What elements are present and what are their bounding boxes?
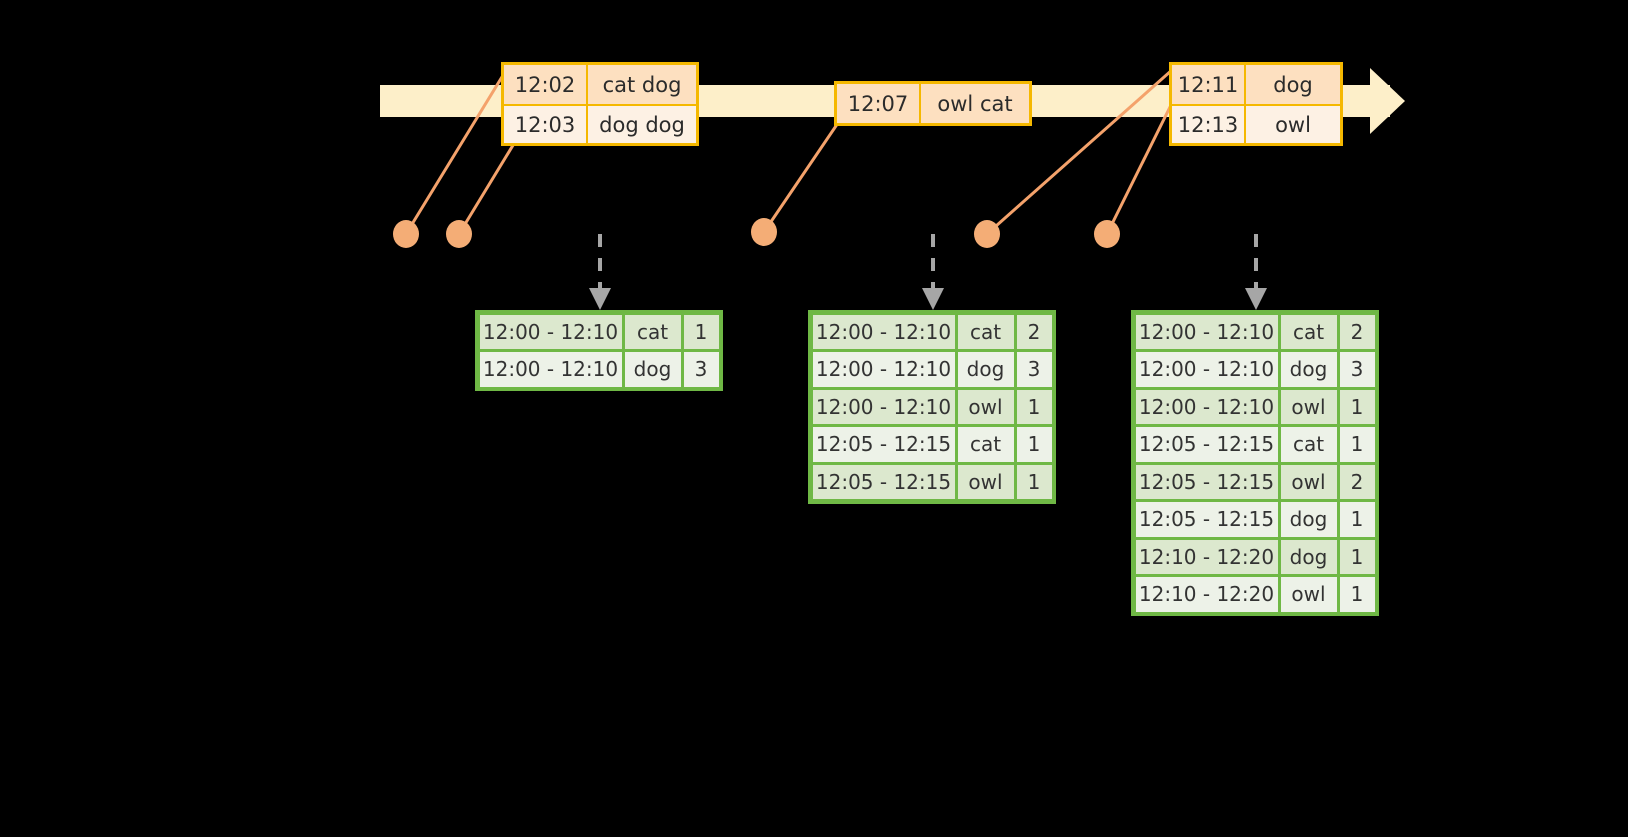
event-time: 12:03 xyxy=(504,106,588,143)
word-cell: cat xyxy=(624,314,681,349)
count-cell: 2 xyxy=(1016,314,1052,349)
window-cell: 12:00 - 12:10 xyxy=(812,352,955,387)
word-cell: owl xyxy=(957,389,1014,424)
event-time: 12:11 xyxy=(1172,65,1246,104)
table-row[interactable]: 12:10 - 12:20 owl 1 xyxy=(1134,576,1376,614)
event-row[interactable]: 12:11 dog xyxy=(1172,65,1340,104)
count-cell: 1 xyxy=(1339,539,1375,574)
event-words: owl cat xyxy=(921,84,1029,123)
event-words: owl xyxy=(1246,106,1340,143)
emit-arrow-1 xyxy=(589,234,611,310)
event-row[interactable]: 12:02 cat dog xyxy=(504,65,696,104)
table-row[interactable]: 12:05 - 12:15 owl 2 xyxy=(1134,463,1376,501)
event-dots xyxy=(393,218,1120,248)
table-row[interactable]: 12:05 - 12:15 cat 1 xyxy=(1134,426,1376,464)
window-cell: 12:10 - 12:20 xyxy=(1135,539,1278,574)
word-cell: owl xyxy=(1280,389,1337,424)
table-row[interactable]: 12:10 - 12:20 dog 1 xyxy=(1134,538,1376,576)
word-cell: cat xyxy=(1280,314,1337,349)
count-cell: 3 xyxy=(1339,352,1375,387)
table-row[interactable]: 12:00 - 12:10 cat 1 xyxy=(478,313,720,351)
count-cell: 1 xyxy=(1339,577,1375,612)
word-cell: cat xyxy=(957,427,1014,462)
count-cell: 1 xyxy=(1339,427,1375,462)
window-cell: 12:00 - 12:10 xyxy=(1135,389,1278,424)
word-cell: dog xyxy=(1280,352,1337,387)
window-cell: 12:05 - 12:15 xyxy=(812,464,955,499)
event-row[interactable]: 12:07 owl cat xyxy=(837,84,1029,123)
event-group-2[interactable]: 12:07 owl cat xyxy=(834,81,1032,126)
count-cell: 3 xyxy=(683,352,719,387)
emit-arrow-3 xyxy=(1245,234,1267,310)
count-cell: 1 xyxy=(1016,464,1052,499)
table-row[interactable]: 12:00 - 12:10 cat 2 xyxy=(1134,313,1376,351)
word-cell: owl xyxy=(1280,577,1337,612)
result-table-2[interactable]: 12:00 - 12:10 cat 2 12:00 - 12:10 dog 3 … xyxy=(808,310,1056,504)
word-cell: dog xyxy=(1280,502,1337,537)
window-cell: 12:05 - 12:15 xyxy=(812,427,955,462)
table-row[interactable]: 12:00 - 12:10 dog 3 xyxy=(811,351,1053,389)
window-cell: 12:10 - 12:20 xyxy=(1135,577,1278,612)
table-row[interactable]: 12:00 - 12:10 dog 3 xyxy=(1134,351,1376,389)
word-cell: dog xyxy=(624,352,681,387)
event-dot-3 xyxy=(751,218,777,246)
event-time: 12:07 xyxy=(837,84,921,123)
result-table-3[interactable]: 12:00 - 12:10 cat 2 12:00 - 12:10 dog 3 … xyxy=(1131,310,1379,616)
count-cell: 1 xyxy=(1339,502,1375,537)
event-row[interactable]: 12:03 dog dog xyxy=(504,104,696,143)
window-cell: 12:00 - 12:10 xyxy=(1135,314,1278,349)
event-dot-5 xyxy=(1094,220,1120,248)
window-cell: 12:05 - 12:15 xyxy=(1135,502,1278,537)
count-cell: 1 xyxy=(683,314,719,349)
event-dot-2 xyxy=(446,220,472,248)
event-dot-1 xyxy=(393,220,419,248)
word-cell: dog xyxy=(957,352,1014,387)
event-time: 12:02 xyxy=(504,65,588,104)
event-words: cat dog xyxy=(588,65,696,104)
table-row[interactable]: 12:00 - 12:10 owl 1 xyxy=(811,388,1053,426)
event-time: 12:13 xyxy=(1172,106,1246,143)
window-cell: 12:05 - 12:15 xyxy=(1135,464,1278,499)
word-cell: cat xyxy=(1280,427,1337,462)
window-cell: 12:00 - 12:10 xyxy=(812,314,955,349)
count-cell: 2 xyxy=(1339,314,1375,349)
window-cell: 12:00 - 12:10 xyxy=(812,389,955,424)
table-row[interactable]: 12:00 - 12:10 owl 1 xyxy=(1134,388,1376,426)
window-cell: 12:00 - 12:10 xyxy=(1135,352,1278,387)
word-cell: owl xyxy=(1280,464,1337,499)
word-cell: owl xyxy=(957,464,1014,499)
table-row[interactable]: 12:05 - 12:15 dog 1 xyxy=(1134,501,1376,539)
count-cell: 1 xyxy=(1016,427,1052,462)
window-cell: 12:00 - 12:10 xyxy=(479,314,622,349)
count-cell: 2 xyxy=(1339,464,1375,499)
table-row[interactable]: 12:00 - 12:10 dog 3 xyxy=(478,351,720,389)
event-words: dog dog xyxy=(588,106,696,143)
count-cell: 1 xyxy=(1339,389,1375,424)
table-row[interactable]: 12:00 - 12:10 cat 2 xyxy=(811,313,1053,351)
event-row[interactable]: 12:13 owl xyxy=(1172,104,1340,143)
table-row[interactable]: 12:05 - 12:15 owl 1 xyxy=(811,463,1053,501)
count-cell: 3 xyxy=(1016,352,1052,387)
result-table-1[interactable]: 12:00 - 12:10 cat 1 12:00 - 12:10 dog 3 xyxy=(475,310,723,391)
event-dot-4 xyxy=(974,220,1000,248)
event-words: dog xyxy=(1246,65,1340,104)
count-cell: 1 xyxy=(1016,389,1052,424)
table-row[interactable]: 12:05 - 12:15 cat 1 xyxy=(811,426,1053,464)
emit-arrow-2 xyxy=(922,234,944,310)
event-group-3[interactable]: 12:11 dog 12:13 owl xyxy=(1169,62,1343,146)
word-cell: dog xyxy=(1280,539,1337,574)
emit-arrows xyxy=(589,234,1267,310)
window-cell: 12:05 - 12:15 xyxy=(1135,427,1278,462)
event-group-1[interactable]: 12:02 cat dog 12:03 dog dog xyxy=(501,62,699,146)
window-cell: 12:00 - 12:10 xyxy=(479,352,622,387)
word-cell: cat xyxy=(957,314,1014,349)
